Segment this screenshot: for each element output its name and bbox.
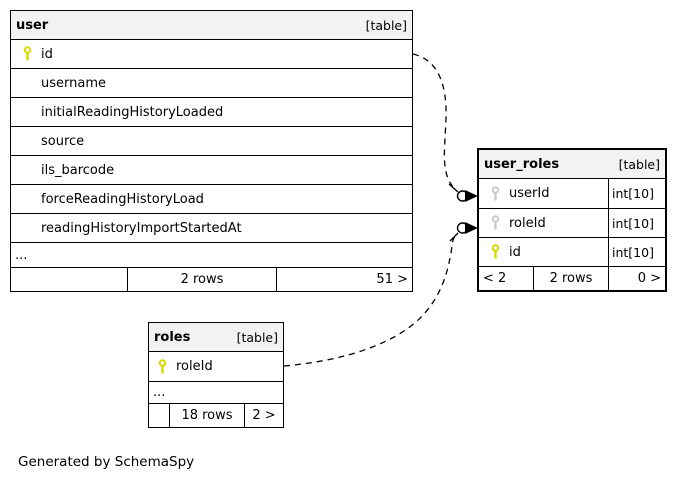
ellipsis-row: ...: [11, 242, 412, 267]
footer-row-count: 2 rows: [127, 268, 276, 291]
footer-children-count[interactable]: 0 >: [608, 267, 665, 290]
table-user-roles[interactable]: user_roles [table] userId int[10]: [477, 148, 667, 292]
primary-key-icon: [158, 358, 167, 375]
table-roles-footer: 18 rows 2 >: [149, 403, 283, 427]
column-row: ils_barcode: [11, 155, 412, 184]
footer-left: [149, 404, 169, 427]
footer-row-count: 18 rows: [169, 404, 244, 427]
footer-children-count[interactable]: 51 >: [276, 268, 412, 291]
table-user-footer: 2 rows 51 >: [11, 267, 412, 291]
column-row: forceReadingHistoryLoad: [11, 184, 412, 213]
column-row-userid: userId int[10]: [479, 178, 665, 208]
table-roles[interactable]: roles [table] roleId ... 18 rows 2 >: [148, 322, 284, 428]
column-row: readingHistoryImportStartedAt: [11, 213, 412, 242]
primary-key-icon: [23, 46, 32, 62]
column-name: id: [41, 46, 53, 62]
column-name: initialReadingHistoryLoaded: [41, 104, 224, 120]
column-row-roleid: roleId: [149, 351, 283, 381]
column-name: roleId: [176, 359, 213, 374]
column-name: source: [41, 133, 85, 149]
table-name: user: [16, 17, 49, 33]
table-user-roles-footer: < 2 2 rows 0 >: [479, 266, 665, 290]
column-type: int[10]: [608, 238, 665, 266]
table-type-label: [table]: [618, 156, 660, 172]
column-name: id: [509, 244, 521, 260]
column-row-roleid: roleId int[10]: [479, 208, 665, 237]
column-name: roleId: [509, 215, 546, 231]
generated-by-credit: Generated by SchemaSpy: [18, 454, 195, 470]
column-name: userId: [509, 186, 550, 201]
column-name: forceReadingHistoryLoad: [41, 191, 204, 207]
table-user[interactable]: user [table] id username initialReadingH…: [10, 10, 413, 292]
footer-left: [11, 268, 127, 291]
footer-parents-count[interactable]: < 2: [483, 271, 507, 286]
table-user-roles-header[interactable]: user_roles [table]: [479, 150, 665, 178]
edge-tail: [449, 232, 459, 242]
column-row-id: id: [11, 39, 412, 68]
column-name: username: [41, 75, 106, 91]
edge-tail: [448, 183, 459, 193]
column-name: readingHistoryImportStartedAt: [41, 220, 242, 236]
column-row-id: id int[10]: [479, 237, 665, 266]
footer-children-count[interactable]: 2 >: [244, 404, 283, 427]
table-roles-header[interactable]: roles [table]: [149, 323, 283, 351]
table-user-header[interactable]: user [table]: [11, 11, 412, 39]
zero-cardinality-circle-icon: [456, 190, 469, 202]
footer-row-count: 2 rows: [533, 267, 608, 290]
edge-user-to-user-roles: [412, 53, 456, 190]
primary-key-icon: [491, 244, 500, 260]
column-name: ils_barcode: [41, 162, 115, 178]
table-type-label: [table]: [236, 329, 278, 345]
column-row: source: [11, 126, 412, 155]
column-row: username: [11, 68, 412, 97]
column-type: int[10]: [608, 179, 665, 208]
column-row: initialReadingHistoryLoaded: [11, 97, 412, 126]
zero-cardinality-circle-icon: [456, 222, 469, 234]
table-name: roles: [154, 329, 191, 345]
foreign-key-icon: [491, 215, 500, 231]
ellipsis-row: ...: [149, 381, 283, 403]
column-type: int[10]: [608, 209, 665, 237]
foreign-key-icon: [491, 185, 500, 202]
table-name: user_roles: [484, 156, 560, 172]
table-type-label: [table]: [365, 17, 407, 33]
